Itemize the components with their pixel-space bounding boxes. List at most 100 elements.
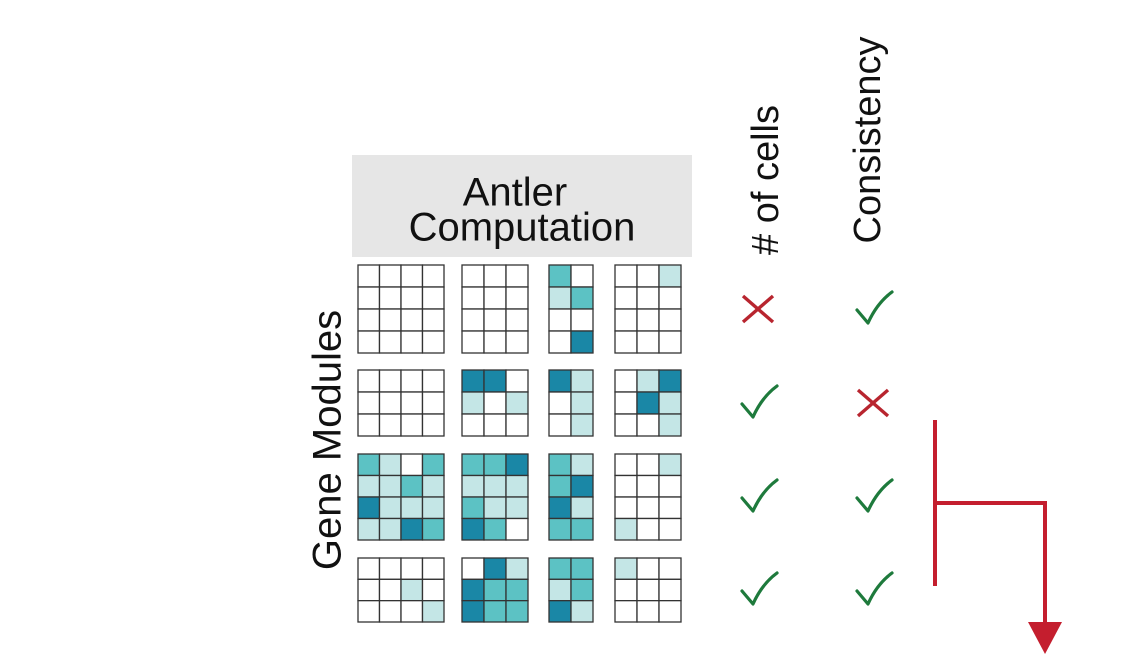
grid-cell xyxy=(505,557,529,580)
grid-cell xyxy=(505,413,529,437)
grid-cell xyxy=(505,264,529,288)
grid-cell xyxy=(483,600,507,623)
grid-cell xyxy=(461,330,485,354)
grid-cell xyxy=(570,413,594,437)
grid-cell xyxy=(548,369,572,393)
grid-cell xyxy=(461,517,485,541)
module-grid-r1-c3 xyxy=(548,264,594,354)
grid-cell xyxy=(421,517,445,541)
module-grid-r3-c1 xyxy=(357,453,445,541)
grid-cell xyxy=(378,391,402,415)
grid-cell xyxy=(461,453,485,477)
grid-cell xyxy=(548,264,572,288)
grid-cell xyxy=(614,474,638,498)
module-grid-r3-c2 xyxy=(461,453,529,541)
grid-cell xyxy=(658,330,682,354)
grid-cell xyxy=(570,600,594,623)
grid-cell xyxy=(636,264,660,288)
status-marks xyxy=(740,290,894,606)
grid-cell xyxy=(461,264,485,288)
module-grid-r2-c1 xyxy=(357,369,445,437)
grid-cell xyxy=(636,369,660,393)
grid-cell xyxy=(421,286,445,310)
grid-cell xyxy=(548,391,572,415)
grid-cell xyxy=(421,330,445,354)
grid-cell xyxy=(658,286,682,310)
grid-cell xyxy=(421,391,445,415)
grid-cell xyxy=(357,474,381,498)
grid-cell xyxy=(378,369,402,393)
grid-cell xyxy=(658,517,682,541)
cells-status-row-1-cross-icon xyxy=(741,294,775,324)
grid-cell xyxy=(636,413,660,437)
grid-cell xyxy=(658,600,682,623)
consistency-status-row-2-cross-icon xyxy=(856,388,890,418)
grid-cell xyxy=(400,330,424,354)
grid-cell xyxy=(421,308,445,332)
grid-cell xyxy=(483,413,507,437)
grid-cell xyxy=(505,600,529,623)
grid-cell xyxy=(461,413,485,437)
grid-cell xyxy=(461,286,485,310)
grid-cell xyxy=(505,369,529,393)
grid-cell xyxy=(378,496,402,520)
grid-cell xyxy=(505,308,529,332)
grid-cell xyxy=(658,474,682,498)
grid-cell xyxy=(357,391,381,415)
grid-cell xyxy=(658,413,682,437)
grid-cell xyxy=(548,330,572,354)
grid-cell xyxy=(570,453,594,477)
grid-cell xyxy=(378,517,402,541)
grid-cell xyxy=(357,413,381,437)
grid-cell xyxy=(614,308,638,332)
grid-cell xyxy=(400,391,424,415)
grid-cell xyxy=(548,413,572,437)
arrow-elbow-line xyxy=(935,501,1047,630)
grid-cell xyxy=(483,369,507,393)
grid-cell xyxy=(658,557,682,580)
grid-cell xyxy=(461,474,485,498)
grid-cell xyxy=(483,453,507,477)
grid-cell xyxy=(658,578,682,602)
grid-cell xyxy=(570,369,594,393)
grid-cell xyxy=(483,517,507,541)
module-grid-r4-c1 xyxy=(357,557,445,623)
header-title-line2: Computation xyxy=(409,206,636,250)
grid-cell xyxy=(378,286,402,310)
grid-cell xyxy=(378,600,402,623)
module-grid-r2-c4 xyxy=(614,369,682,437)
grid-cell xyxy=(400,578,424,602)
grid-cell xyxy=(461,578,485,602)
grid-cell xyxy=(461,557,485,580)
grid-cell xyxy=(570,286,594,310)
grid-cell xyxy=(421,600,445,623)
grid-cell xyxy=(614,330,638,354)
module-grid-r4-c4 xyxy=(614,557,682,623)
grid-cell xyxy=(357,578,381,602)
module-grid-r1-c2 xyxy=(461,264,529,354)
grid-cell xyxy=(378,413,402,437)
module-grid-r2-c3 xyxy=(548,369,594,437)
grid-cell xyxy=(505,474,529,498)
grid-cell xyxy=(483,308,507,332)
grid-cell xyxy=(658,391,682,415)
grid-cell xyxy=(357,453,381,477)
grid-cell xyxy=(400,413,424,437)
grid-cell xyxy=(421,474,445,498)
cross-stroke xyxy=(741,294,775,324)
grid-cell xyxy=(636,557,660,580)
grid-cell xyxy=(357,369,381,393)
grid-cell xyxy=(357,557,381,580)
grid-cell xyxy=(636,453,660,477)
grid-cell xyxy=(636,578,660,602)
grid-cell xyxy=(400,496,424,520)
grid-cell xyxy=(505,496,529,520)
grid-cell xyxy=(461,369,485,393)
consistency-column-label: Consistency xyxy=(847,37,889,244)
grid-cell xyxy=(400,286,424,310)
grid-cell xyxy=(483,496,507,520)
grid-cell xyxy=(658,308,682,332)
cells-status-row-4-check-icon xyxy=(740,571,779,606)
grid-cell xyxy=(400,369,424,393)
grid-cell xyxy=(505,453,529,477)
